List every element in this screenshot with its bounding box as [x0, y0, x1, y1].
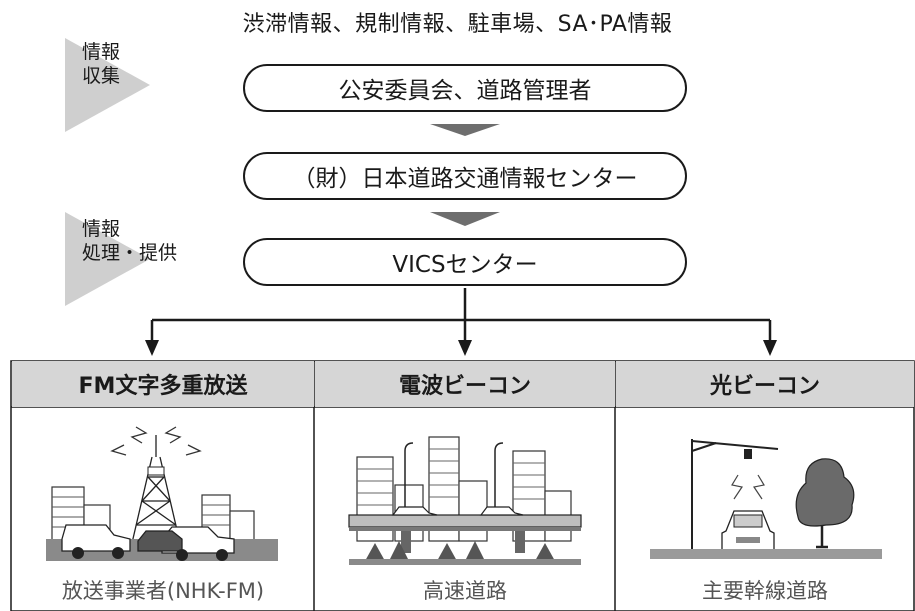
- phase-arrow-process: [65, 212, 150, 306]
- media-caption-fm: 放送事業者(NHK-FM): [61, 579, 265, 603]
- phase-collect-line2: 収集: [82, 65, 121, 87]
- phase-label-process: 情報 処理・提供: [82, 217, 177, 265]
- phase-process-line2: 処理・提供: [82, 242, 178, 264]
- media-column-optical-beacon: 光ビーコン 主要幹線道路: [616, 361, 914, 611]
- media-title-fm: FM文字多重放送: [12, 361, 314, 407]
- phase-arrow-collect: [65, 38, 150, 132]
- flow-step-vics-center: VICSセンター: [243, 238, 687, 286]
- info-types-title: 渋滞情報、規制情報、駐車場、SA･PA情報: [242, 12, 673, 37]
- media-column-fm: FM文字多重放送: [12, 361, 314, 611]
- flow-step-traffic-info-center: （財）日本道路交通情報センター: [243, 152, 687, 200]
- arrow-head-light: [763, 340, 777, 356]
- phase-label-collect: 情報 収集: [82, 40, 120, 88]
- distribution-lines: [150, 288, 772, 345]
- highway-illustration: [348, 436, 582, 565]
- arrow-head-radio: [458, 340, 472, 356]
- media-column-radio-beacon: 電波ビーコン: [315, 361, 615, 611]
- phase-process-line1: 情報: [82, 218, 121, 240]
- flow-step-public-safety: 公安委員会、道路管理者: [243, 64, 687, 112]
- media-title-optical-beacon: 光ビーコン: [616, 361, 914, 407]
- broadcast-tower-illustration: [46, 426, 278, 561]
- arrow-head-fm: [145, 340, 159, 356]
- optical-beacon-illustration: [650, 439, 882, 559]
- media-caption-optical-beacon: 主要幹線道路: [702, 579, 828, 603]
- phase-collect-line1: 情報: [82, 41, 121, 63]
- media-caption-radio-beacon: 高速道路: [423, 579, 507, 603]
- down-arrow-1: [430, 124, 500, 136]
- media-title-radio-beacon: 電波ビーコン: [315, 361, 615, 407]
- down-arrow-2: [430, 212, 500, 226]
